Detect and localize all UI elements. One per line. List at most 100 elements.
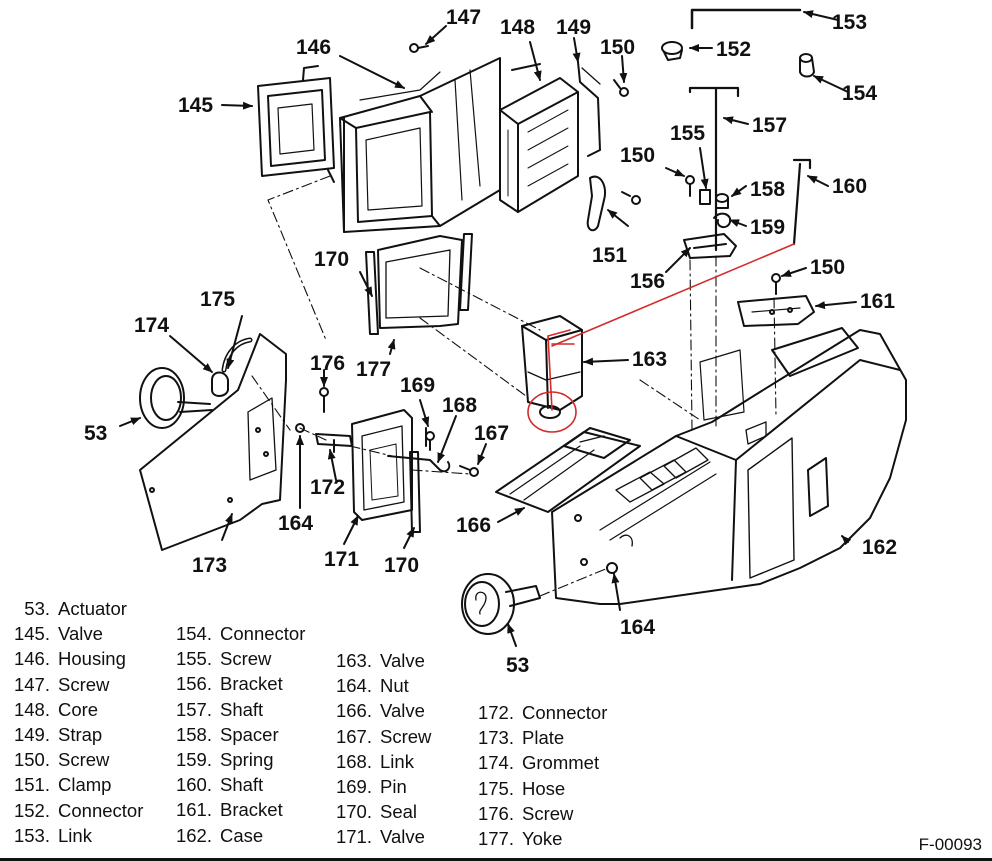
legend-name: Clamp [58,774,112,796]
grommet-hose-part [211,337,253,397]
callout-146: 146 [296,36,331,59]
callout-151: 151 [592,244,627,267]
legend-name: Actuator [58,598,127,619]
legend-name: Bracket [220,673,283,695]
core-148-part [499,63,579,213]
legend-number: 158. [175,723,212,745]
housing-146-part [339,57,501,233]
legend-name: Shaft [220,698,264,720]
clamp-151-part [586,175,606,232]
legend-name: Nut [380,675,409,697]
legend-row: 161.Bracket [170,801,283,820]
legend-number: 170. [335,801,372,823]
callout-154: 154 [842,82,877,105]
legend-row: 148.Core [8,700,98,720]
callout-167: 167 [474,422,509,445]
legend-name: Spacer [220,723,279,745]
legend-name: Housing [58,648,126,670]
callout-172: 172 [310,476,345,499]
legend-number: 169. [335,776,372,797]
legend-number: 163. [335,650,372,671]
callout-175: 175 [200,288,235,311]
legend-row: 162.Case [170,824,264,846]
callout-148: 148 [500,16,535,39]
callout-163: 163 [632,348,667,371]
callout-164-right: 164 [620,616,655,639]
plate-173-part [139,333,287,551]
legend-number: 176. [477,802,514,824]
legend-number: 166. [335,700,372,722]
legend-row: 159. Spring [170,749,274,770]
legend-number: 155. [175,648,212,670]
legend-row: 174.Grommet [472,754,599,773]
callout-53-bottom: 53 [506,654,529,677]
callout-159: 159 [750,216,785,239]
callout-150-mid: 150 [620,144,655,167]
legend-number: 150. [13,749,50,771]
legend-name: Connector [220,623,306,644]
bracket-156-part [683,233,737,259]
legend-name: Pin [380,776,407,797]
callout-162: 162 [862,536,897,559]
legend-number: 159. [175,749,212,770]
seal-170-part [365,233,473,335]
legend-row: 154. Connector [170,623,306,644]
legend-number: 174. [477,752,514,774]
legend-row: 147.Screw [8,673,110,695]
legend-row: 171.Valve [330,828,425,847]
case-162-part [551,327,907,605]
callout-150-top: 150 [600,36,635,59]
callout-164-left: 164 [278,512,313,535]
callout-152: 152 [716,38,751,61]
callout-labels: 145 146 147 148 149 150 152 153 154 155 … [84,6,897,677]
legend-name: Screw [58,673,110,695]
legend-name: Case [220,824,264,846]
legend-name: Link [58,824,92,846]
legend-name: Screw [58,749,110,771]
legend-name: Valve [58,623,103,645]
strap-149-part [577,61,601,157]
callout-145: 145 [178,94,213,117]
legend-row: 146.Housing [8,650,126,669]
legend-number: 156. [175,673,212,695]
actuator-53-bottom-part [461,573,541,635]
connector-172-part [315,433,353,453]
legend-row: 169. Pin [330,776,407,797]
callout-157: 157 [752,114,787,137]
legend-number: 161. [175,799,212,821]
legend-name: Yoke [522,828,563,849]
callout-160: 160 [832,175,867,198]
legend-name: Spring [220,749,274,770]
legend-row: 149.Strap [8,724,103,745]
highlight-annotation [527,243,795,433]
legend-row: 153. Link [8,824,92,846]
legend-row: 150. Screw [8,749,110,771]
legend-name: Valve [380,826,425,848]
legend-row: 151. Clamp [8,776,111,795]
legend-number: 145. [13,623,50,645]
connector-152-part [661,41,683,61]
legend-row: 157.Shaft [170,698,264,720]
legend-number: 151. [13,774,50,796]
legend-name: Screw [220,648,272,670]
callout-170-top: 170 [314,248,349,271]
legend-number: 175. [477,777,514,799]
valve-166-part [495,427,641,513]
valve-171-part [351,409,413,521]
bracket-161-part [737,295,815,327]
legend-number: 154. [175,623,212,644]
legend-number: 164. [335,675,372,697]
valve-145-part [257,65,335,183]
legend-number: 153. [13,824,50,846]
legend-row: 177. Yoke [472,828,563,849]
legend-row: 156. Bracket [170,675,283,694]
callout-168: 168 [442,394,477,417]
legend-row: 164. Nut [330,675,409,697]
legend-name: Screw [380,725,432,747]
callout-171: 171 [324,548,359,571]
legend-number: 177. [477,828,514,849]
legend-name: Strap [58,724,103,745]
callout-169: 169 [400,374,435,397]
legend-row: 53.Actuator [8,598,127,619]
